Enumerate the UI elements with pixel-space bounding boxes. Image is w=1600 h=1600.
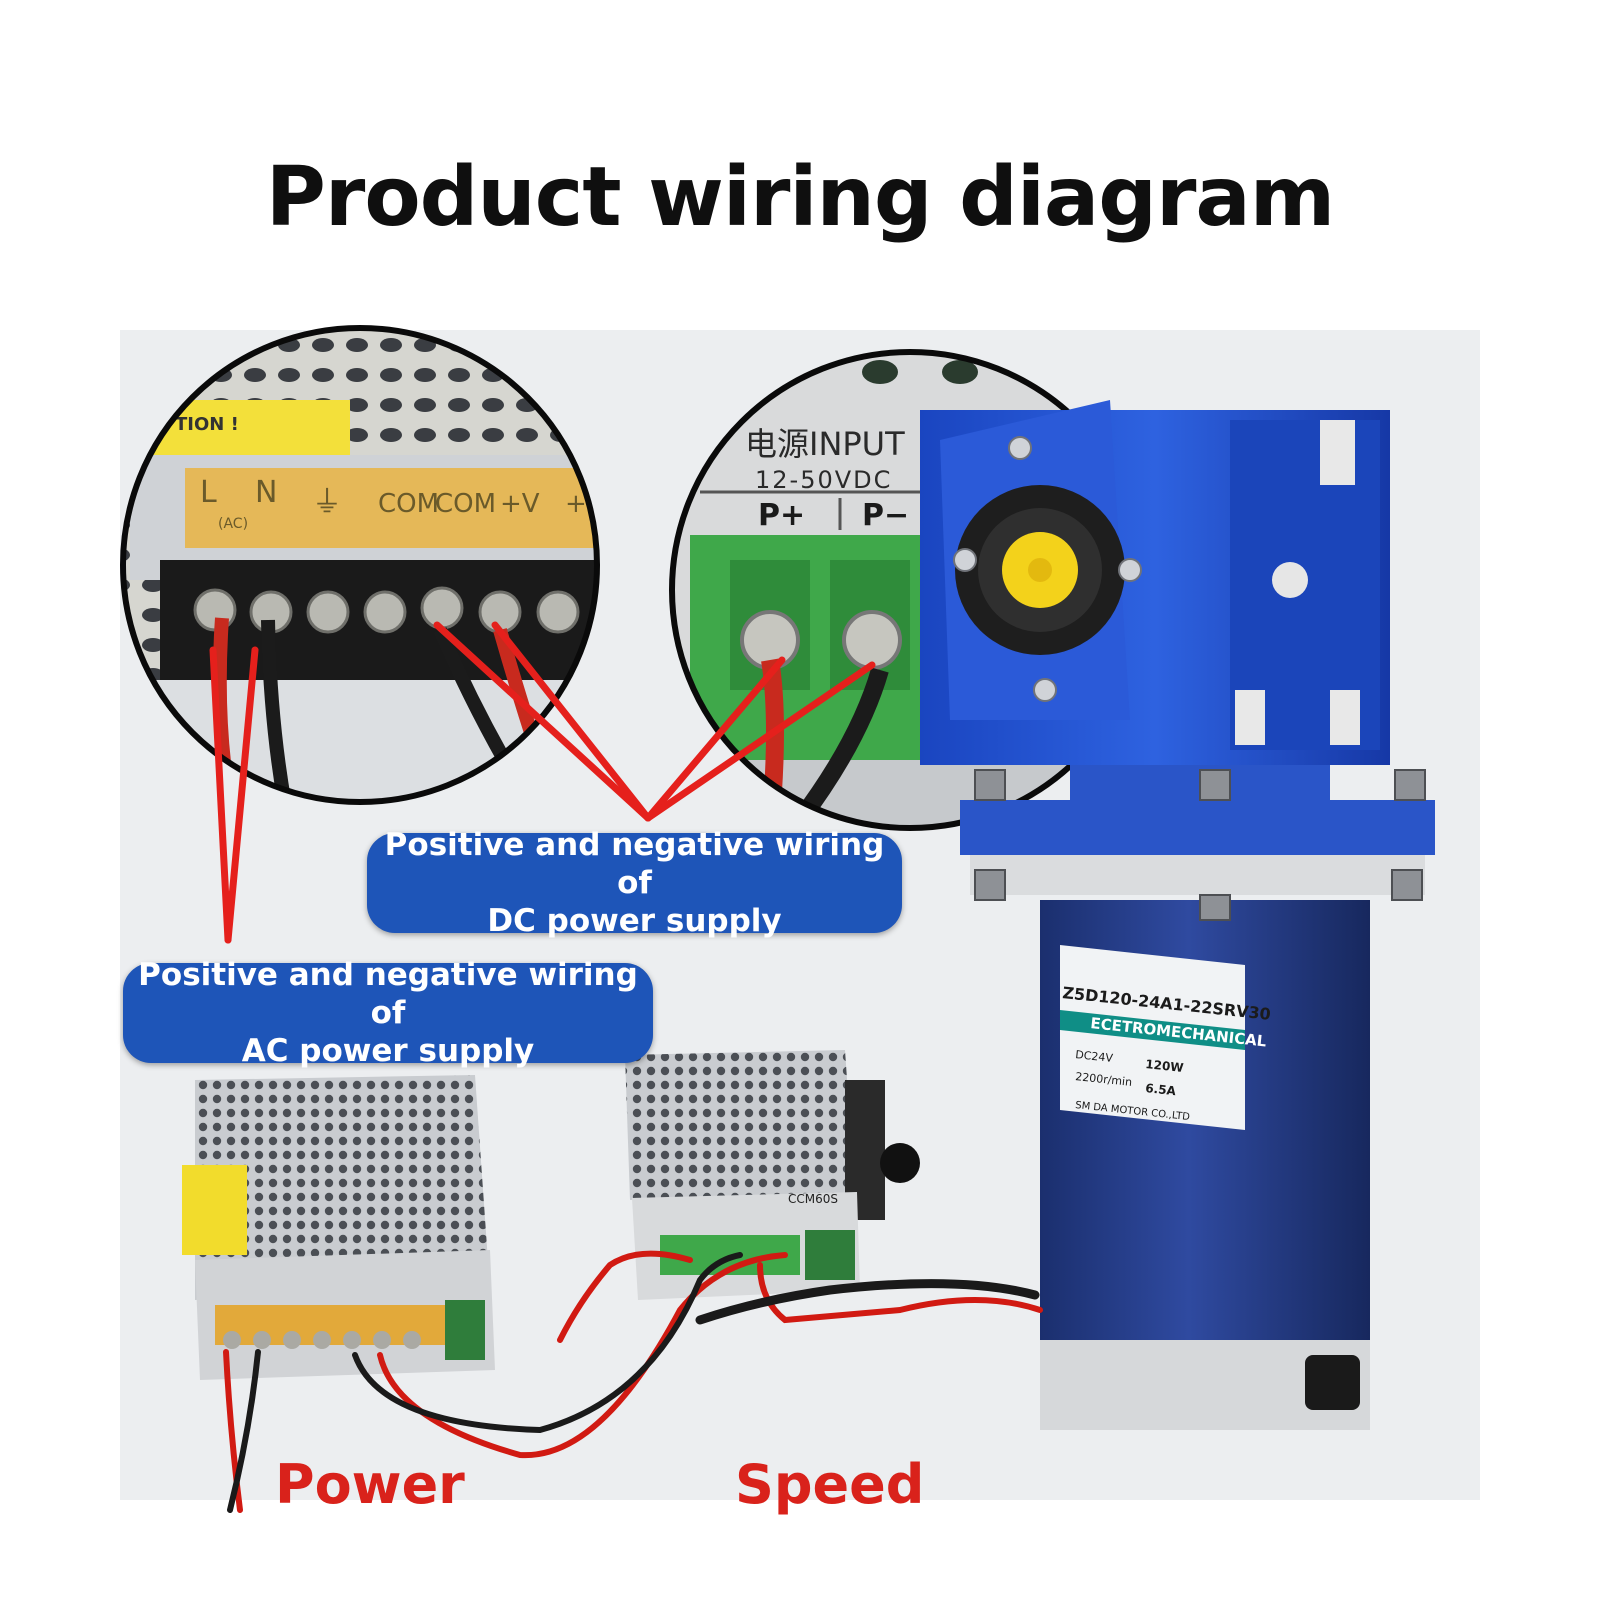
dc-voltage-label: 12-50VDC (755, 466, 892, 494)
dc-screw-plus (740, 610, 800, 670)
page-title: Product wiring diagram (265, 150, 1335, 245)
terminal-label-com1: COM (378, 489, 439, 519)
callout-dc-line1: Positive and negative wiring of (384, 827, 885, 901)
callout-ac-line2: AC power supply (241, 1033, 535, 1069)
label-speed: Speed (735, 1453, 925, 1516)
terminal-label-ac: (AC) (218, 516, 248, 532)
terminal-label-l: L (200, 475, 217, 510)
terminal-label-com2: COM (435, 489, 496, 519)
label-power: Power (275, 1453, 465, 1516)
dc-terminal-p-plus: P+ (758, 498, 805, 533)
dc-input-header: 电源INPUT (745, 425, 905, 463)
callout-ac-line1: Positive and negative wiring of (138, 957, 638, 1031)
terminal-label-ground: ⏚ (312, 485, 342, 520)
callout-dc-line2: DC power supply (487, 903, 782, 939)
controller-model: CCM60S (788, 1192, 838, 1206)
ac-terminal-labels: L N ⏚ COM COM +V +V (AC) (200, 475, 597, 532)
gear-motor: Z5D120-24A1-22SRV30 ECETROMECHANICAL DC2… (920, 400, 1435, 1430)
ac-terminal-zoom: TION ! L N ⏚ COM COM +V +V (AC) (120, 325, 600, 805)
nameplate-current: 6.5A (1145, 1081, 1178, 1098)
nameplate-power: 120W (1145, 1057, 1185, 1075)
motor-nameplate: Z5D120-24A1-22SRV30 ECETROMECHANICAL DC2… (1060, 945, 1272, 1130)
caution-text: TION ! (175, 414, 239, 435)
speed-knob (880, 1143, 920, 1183)
terminal-label-v1: +V (500, 489, 540, 519)
dc-terminal-p-minus: P− (862, 498, 909, 533)
lower-wires (223, 1250, 1043, 1513)
speed-controller: CCM60S (625, 1050, 920, 1300)
nameplate-voltage: DC24V (1075, 1048, 1114, 1065)
callout-ac-wiring: Positive and negative wiring of AC power… (123, 957, 653, 1069)
ac-power-supply (182, 1075, 495, 1380)
pointer-lines (209, 621, 876, 944)
nameplate-speed: 2200r/min (1075, 1070, 1133, 1089)
terminal-label-n: N (255, 475, 277, 510)
callout-dc-wiring: Positive and negative wiring of DC power… (367, 827, 902, 939)
dc-screw-minus (842, 610, 902, 670)
